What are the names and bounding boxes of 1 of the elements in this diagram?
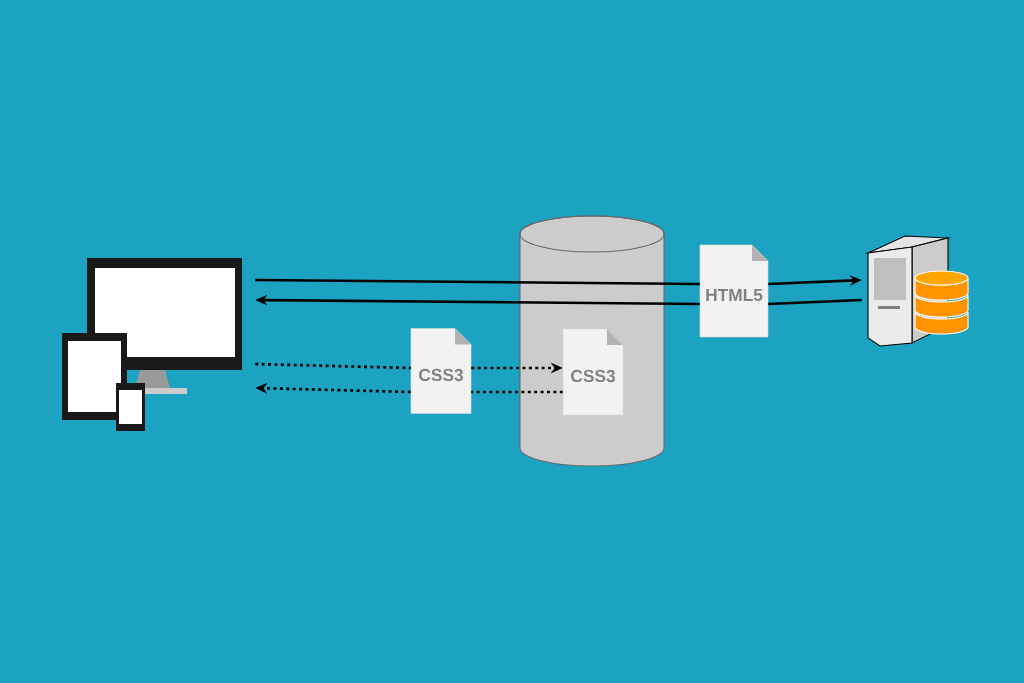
devices-drawing bbox=[62, 258, 242, 431]
